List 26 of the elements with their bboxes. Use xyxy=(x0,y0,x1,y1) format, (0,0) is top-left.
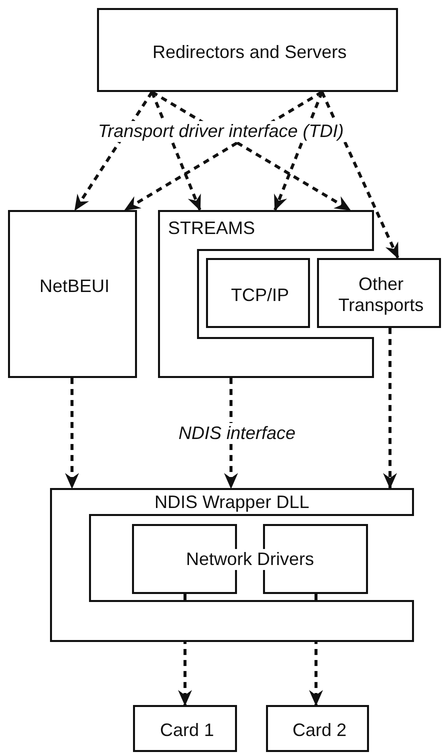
dashed-arrow xyxy=(383,328,397,489)
process-box xyxy=(133,705,237,752)
driver-boxes xyxy=(132,524,368,594)
box-label: NetBEUI xyxy=(40,276,110,297)
dashed-arrow xyxy=(150,91,202,211)
process-box xyxy=(266,705,369,752)
box-label: Card 1 xyxy=(160,720,214,741)
box-label: Card 2 xyxy=(292,720,347,741)
box-label: Other Transports xyxy=(337,274,425,316)
dashed-arrow xyxy=(65,378,79,489)
process-box xyxy=(8,210,137,378)
box-label: Network Drivers xyxy=(184,548,316,570)
box-label: TCP/IP xyxy=(231,284,290,306)
process-box xyxy=(317,258,441,328)
dashed-arrow xyxy=(124,90,323,212)
box-label: STREAMS xyxy=(168,218,256,239)
process-box xyxy=(206,258,310,328)
dashed-arrow xyxy=(320,91,400,259)
box-label: NDIS Wrapper DLL xyxy=(154,492,310,513)
c-shaped-box xyxy=(50,488,414,642)
dashed-arrow xyxy=(74,91,154,211)
process-box xyxy=(97,8,398,92)
dashed-arrow xyxy=(151,90,351,212)
box-label: Redirectors and Servers xyxy=(152,42,347,62)
dashed-arrow xyxy=(274,91,324,211)
dashed-arrow xyxy=(224,378,238,489)
